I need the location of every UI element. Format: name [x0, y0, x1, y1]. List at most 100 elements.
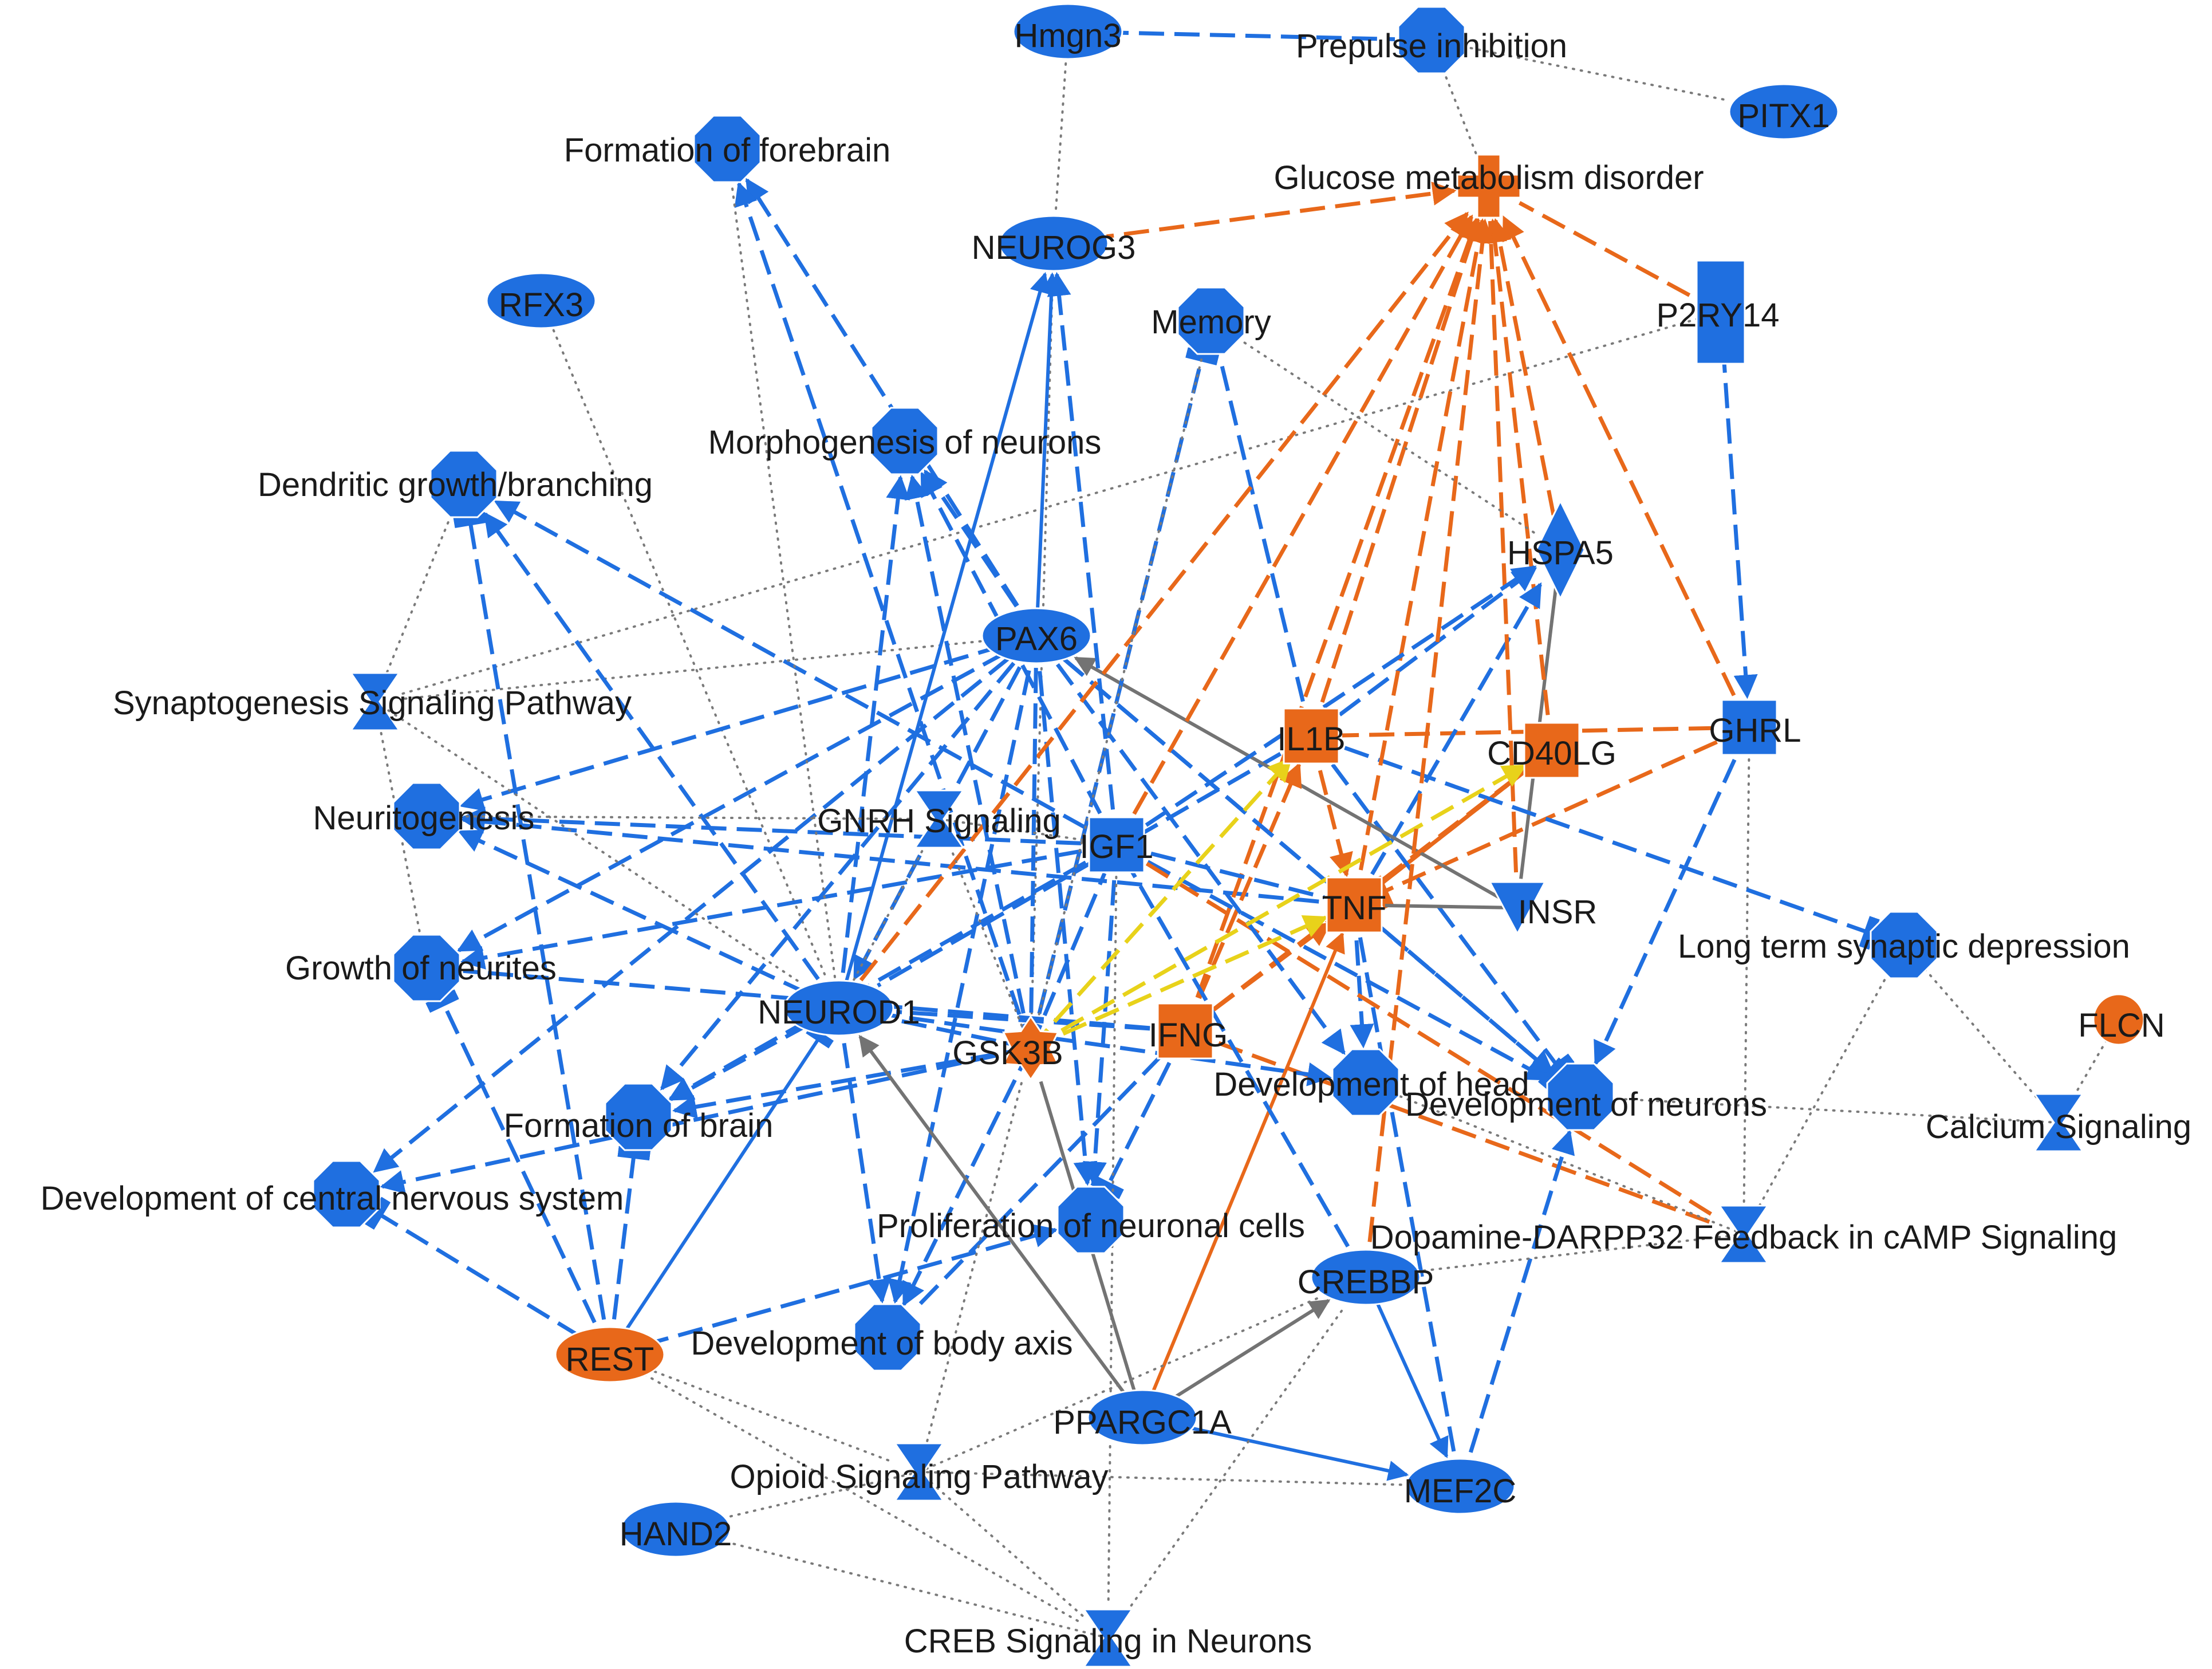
edge-neurod1-devhead	[838, 1006, 1332, 1087]
node-dopamine[interactable]: Dopamine-DARPP32 Feedback in cAMP Signal…	[1370, 1204, 2118, 1264]
edge-ppargc1a-neurod1	[858, 1034, 1144, 1419]
node-rfx3[interactable]: RFX3	[486, 272, 597, 329]
edge-crebbp-igf1	[1130, 871, 1368, 1278]
edge-ghrl-glucose	[1502, 215, 1752, 729]
node-shape-brain	[604, 1083, 673, 1151]
edge-gsk3b-neurod1	[892, 1017, 1031, 1050]
node-glucose[interactable]: Glucose metabolism disorder	[1273, 153, 1704, 219]
node-devneurons[interactable]: Development of neurons	[1405, 1062, 1767, 1131]
edge-neuritogenesis-gnrh	[425, 815, 913, 820]
node-shape-mef2c	[1405, 1458, 1516, 1515]
node-hmgn3[interactable]: Hmgn3	[1012, 3, 1123, 60]
node-ltsd[interactable]: Long term synaptic depression	[1678, 911, 2130, 979]
edge-ifng-glucose	[1183, 217, 1481, 1032]
node-insr[interactable]: INSR	[1488, 881, 1597, 936]
node-tnf[interactable]: TNF	[1322, 876, 1387, 934]
node-label-ppargc1a: PPARGC1A	[1053, 1404, 1232, 1441]
node-shape-gnrh	[913, 789, 965, 849]
node-shape-tnf	[1326, 876, 1383, 934]
edge-rest-prolif	[609, 1224, 1058, 1357]
node-label-gsk3b: GSK3B	[952, 1034, 1063, 1072]
node-label-calcium: Calcium Signaling	[1926, 1108, 2191, 1146]
node-neurog3[interactable]: NEUROG3	[972, 215, 1136, 272]
edge-pax6-prolif	[1034, 635, 1098, 1186]
node-igf1[interactable]: IGF1	[1080, 816, 1154, 873]
edge-ifng-bodyaxis	[912, 1029, 1187, 1313]
edge-gsk3b-brain	[672, 1046, 1031, 1119]
node-label-hspa5: HSPA5	[1507, 534, 1614, 572]
node-shape-hmgn3	[1012, 3, 1123, 60]
node-opioid[interactable]: Opioid Signaling Pathway	[730, 1442, 1109, 1502]
node-gsk3b[interactable]: GSK3B	[952, 1015, 1063, 1081]
node-memory[interactable]: Memory	[1151, 286, 1271, 355]
edge-igf1-dendritic	[494, 499, 1118, 847]
node-shape-creb	[1082, 1608, 1134, 1668]
node-calcium[interactable]: Calcium Signaling	[1926, 1093, 2191, 1152]
node-creb[interactable]: CREB Signaling in Neurons	[904, 1608, 1312, 1668]
edge-hspa5-insr	[1519, 549, 1562, 879]
edge-rest-growth	[425, 989, 612, 1356]
node-forebrain[interactable]: Formation of forebrain	[564, 115, 891, 183]
edge-gsk3b-bodyaxis	[902, 1047, 1033, 1307]
node-ppargc1a[interactable]: PPARGC1A	[1053, 1389, 1232, 1446]
node-shape-glucose	[1456, 153, 1521, 219]
node-ifng[interactable]: IFNG	[1149, 1002, 1228, 1060]
node-synapto[interactable]: Synaptogenesis Signaling Pathway	[113, 672, 632, 731]
node-flcn[interactable]: FLCN	[2078, 993, 2165, 1046]
edge-ifng-prolif	[1090, 1030, 1188, 1199]
node-il1b[interactable]: IL1B	[1277, 707, 1346, 765]
node-pitx1[interactable]: PITX1	[1728, 83, 1839, 140]
edge-hspa5-glucose	[1488, 218, 1563, 550]
node-label-glucose: Glucose metabolism disorder	[1273, 159, 1704, 196]
node-growth[interactable]: Growth of neurites	[285, 934, 557, 1002]
node-shape-neurog3	[998, 215, 1109, 272]
node-bodyaxis[interactable]: Development of body axis	[691, 1303, 1073, 1372]
node-brain[interactable]: Formation of brain	[504, 1083, 774, 1151]
edge-rfx3-neurod1	[540, 300, 827, 979]
node-label-gnrh: GNRH Signaling	[817, 802, 1061, 840]
edge-ltsd-dopamine	[1757, 944, 1905, 1209]
edge-pax6-growth	[456, 633, 1038, 952]
node-shape-memory	[1177, 286, 1245, 355]
node-devcns[interactable]: Development of central nervous system	[41, 1160, 624, 1229]
node-label-rfx3: RFX3	[499, 286, 583, 324]
node-morpho[interactable]: Morphogenesis of neurons	[708, 407, 1102, 475]
node-shape-crebbp	[1310, 1249, 1421, 1306]
node-shape-pax6	[981, 607, 1092, 664]
node-cd40lg[interactable]: CD40LG	[1487, 722, 1616, 779]
node-p2ry14[interactable]: P2RY14	[1657, 259, 1780, 365]
node-shape-neuritogenesis	[392, 782, 461, 851]
edge-pax6-devhead	[1035, 634, 1346, 1055]
node-prolif[interactable]: Proliferation of neuronal cells	[877, 1186, 1305, 1254]
node-label-il1b: IL1B	[1277, 721, 1345, 758]
edge-mef2c-devneurons	[1458, 1129, 1575, 1487]
node-gnrh[interactable]: GNRH Signaling	[817, 789, 1061, 849]
edge-gsk3b-forebrain	[734, 181, 1033, 1049]
node-shape-rfx3	[486, 272, 597, 329]
node-neuritogenesis[interactable]: Neuritogenesis	[313, 782, 535, 851]
node-rest[interactable]: REST	[554, 1326, 665, 1383]
node-hand2[interactable]: HAND2	[620, 1501, 732, 1558]
node-crebbp[interactable]: CREBBP	[1298, 1249, 1434, 1306]
node-prepulse[interactable]: Prepulse inhibition	[1296, 6, 1567, 74]
node-pax6[interactable]: PAX6	[981, 607, 1092, 664]
edge-memory-hspa5	[1210, 320, 1536, 534]
edge-mef2c-tnf	[1358, 935, 1462, 1487]
node-neurod1[interactable]: NEUROD1	[758, 979, 920, 1037]
node-shape-devneurons	[1546, 1062, 1615, 1131]
node-shape-synapto	[349, 672, 401, 731]
edge-dopamine-devhead	[1398, 1095, 1745, 1235]
edge-synapto-growth	[374, 700, 421, 934]
node-devhead[interactable]: Development of head	[1213, 1048, 1529, 1117]
node-mef2c[interactable]: MEF2C	[1404, 1458, 1517, 1515]
node-label-hand2: HAND2	[620, 1516, 732, 1553]
node-dendritic[interactable]: Dendritic growth/branching	[258, 450, 653, 518]
edge-gsk3b-pax6	[1028, 666, 1038, 1049]
node-ghrl[interactable]: GHRL	[1709, 699, 1801, 756]
node-label-dopamine: Dopamine-DARPP32 Feedback in cAMP Signal…	[1370, 1219, 2118, 1256]
node-hspa5[interactable]: HSPA5	[1507, 499, 1614, 601]
edge-opioid-hand2	[727, 1471, 920, 1518]
edge-gsk3b-igf1	[1028, 872, 1107, 1049]
edge-tnf-hspa5	[1352, 582, 1543, 906]
node-label-memory: Memory	[1151, 304, 1271, 341]
